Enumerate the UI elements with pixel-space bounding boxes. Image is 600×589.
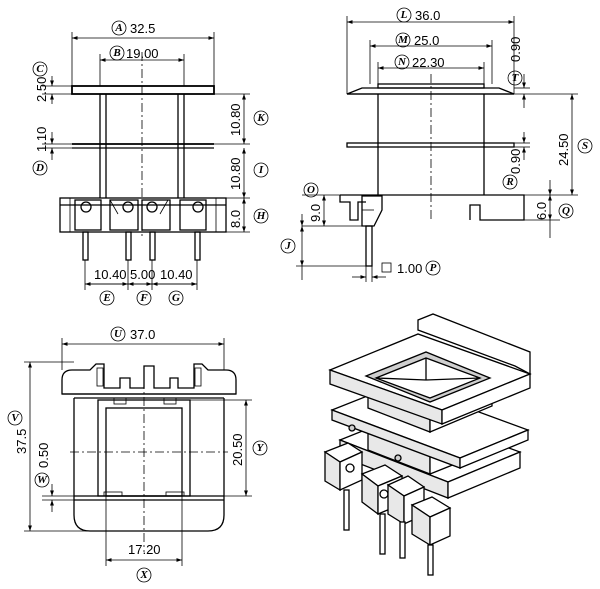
label-d: D	[35, 162, 44, 174]
label-s: S	[582, 140, 588, 152]
dim-c-top: 2.50	[34, 77, 49, 102]
front-view: A 32.5 B 19.00 C 2.50 1.10 D 10.80 10.80	[32, 20, 269, 306]
dim-f: 5.00	[130, 267, 155, 282]
label-i: I	[258, 164, 264, 176]
dim-b: 19.00	[126, 46, 159, 61]
dim-x: 17.20	[128, 542, 161, 557]
label-k: K	[256, 112, 265, 124]
label-b: B	[112, 47, 120, 59]
dim-s: 24.50	[556, 133, 571, 166]
label-e: E	[102, 292, 110, 304]
label-m: M	[397, 34, 409, 46]
label-w: W	[37, 474, 48, 486]
label-j: J	[284, 240, 291, 252]
label-o: O	[307, 184, 315, 196]
label-n: N	[397, 56, 407, 68]
label-a: A	[114, 22, 122, 34]
dim-m: 25.0	[414, 33, 439, 48]
label-t: T	[512, 72, 520, 84]
label-q: Q	[562, 205, 570, 217]
isometric-view	[323, 313, 532, 576]
dim-g: 10.40	[160, 267, 193, 282]
label-y: Y	[257, 442, 265, 454]
label-g: G	[172, 292, 180, 304]
dim-n: 22.30	[412, 55, 445, 70]
dim-o: 9.0	[308, 204, 323, 222]
dim-y: 20.50	[230, 433, 245, 466]
top-view: U 37.0 37.5 V 0.50 W 20.50 Y 17.20 X	[7, 326, 268, 583]
label-r: R	[505, 176, 513, 188]
dim-v: 37.5	[14, 429, 29, 454]
dim-r: 0.90	[508, 149, 523, 174]
label-c-top: C	[36, 63, 44, 75]
dim-a: 32.5	[130, 21, 155, 36]
dim-q: 6.0	[534, 202, 549, 220]
dim-p: 1.00	[397, 261, 422, 276]
dim-t: 0.90	[508, 37, 523, 62]
label-f: F	[139, 292, 148, 304]
dim-k: 10.80	[228, 103, 243, 136]
label-x: X	[139, 569, 148, 581]
dim-e: 10.40	[94, 267, 127, 282]
label-v: V	[11, 412, 20, 424]
side-view: L 36.0 M 25.0 N 22.30 0.90 T 24.50 S	[280, 7, 593, 282]
dim-i: 10.80	[228, 157, 243, 190]
dim-l: 36.0	[415, 8, 440, 23]
dim-h: 8.0	[228, 210, 243, 228]
label-p: P	[430, 262, 437, 274]
label-u: U	[114, 328, 123, 340]
dim-d: 1.10	[34, 127, 49, 152]
dim-u: 37.0	[130, 327, 155, 342]
label-l: L	[400, 9, 408, 21]
label-h: H	[256, 210, 266, 222]
dim-w: 0.50	[36, 443, 51, 468]
